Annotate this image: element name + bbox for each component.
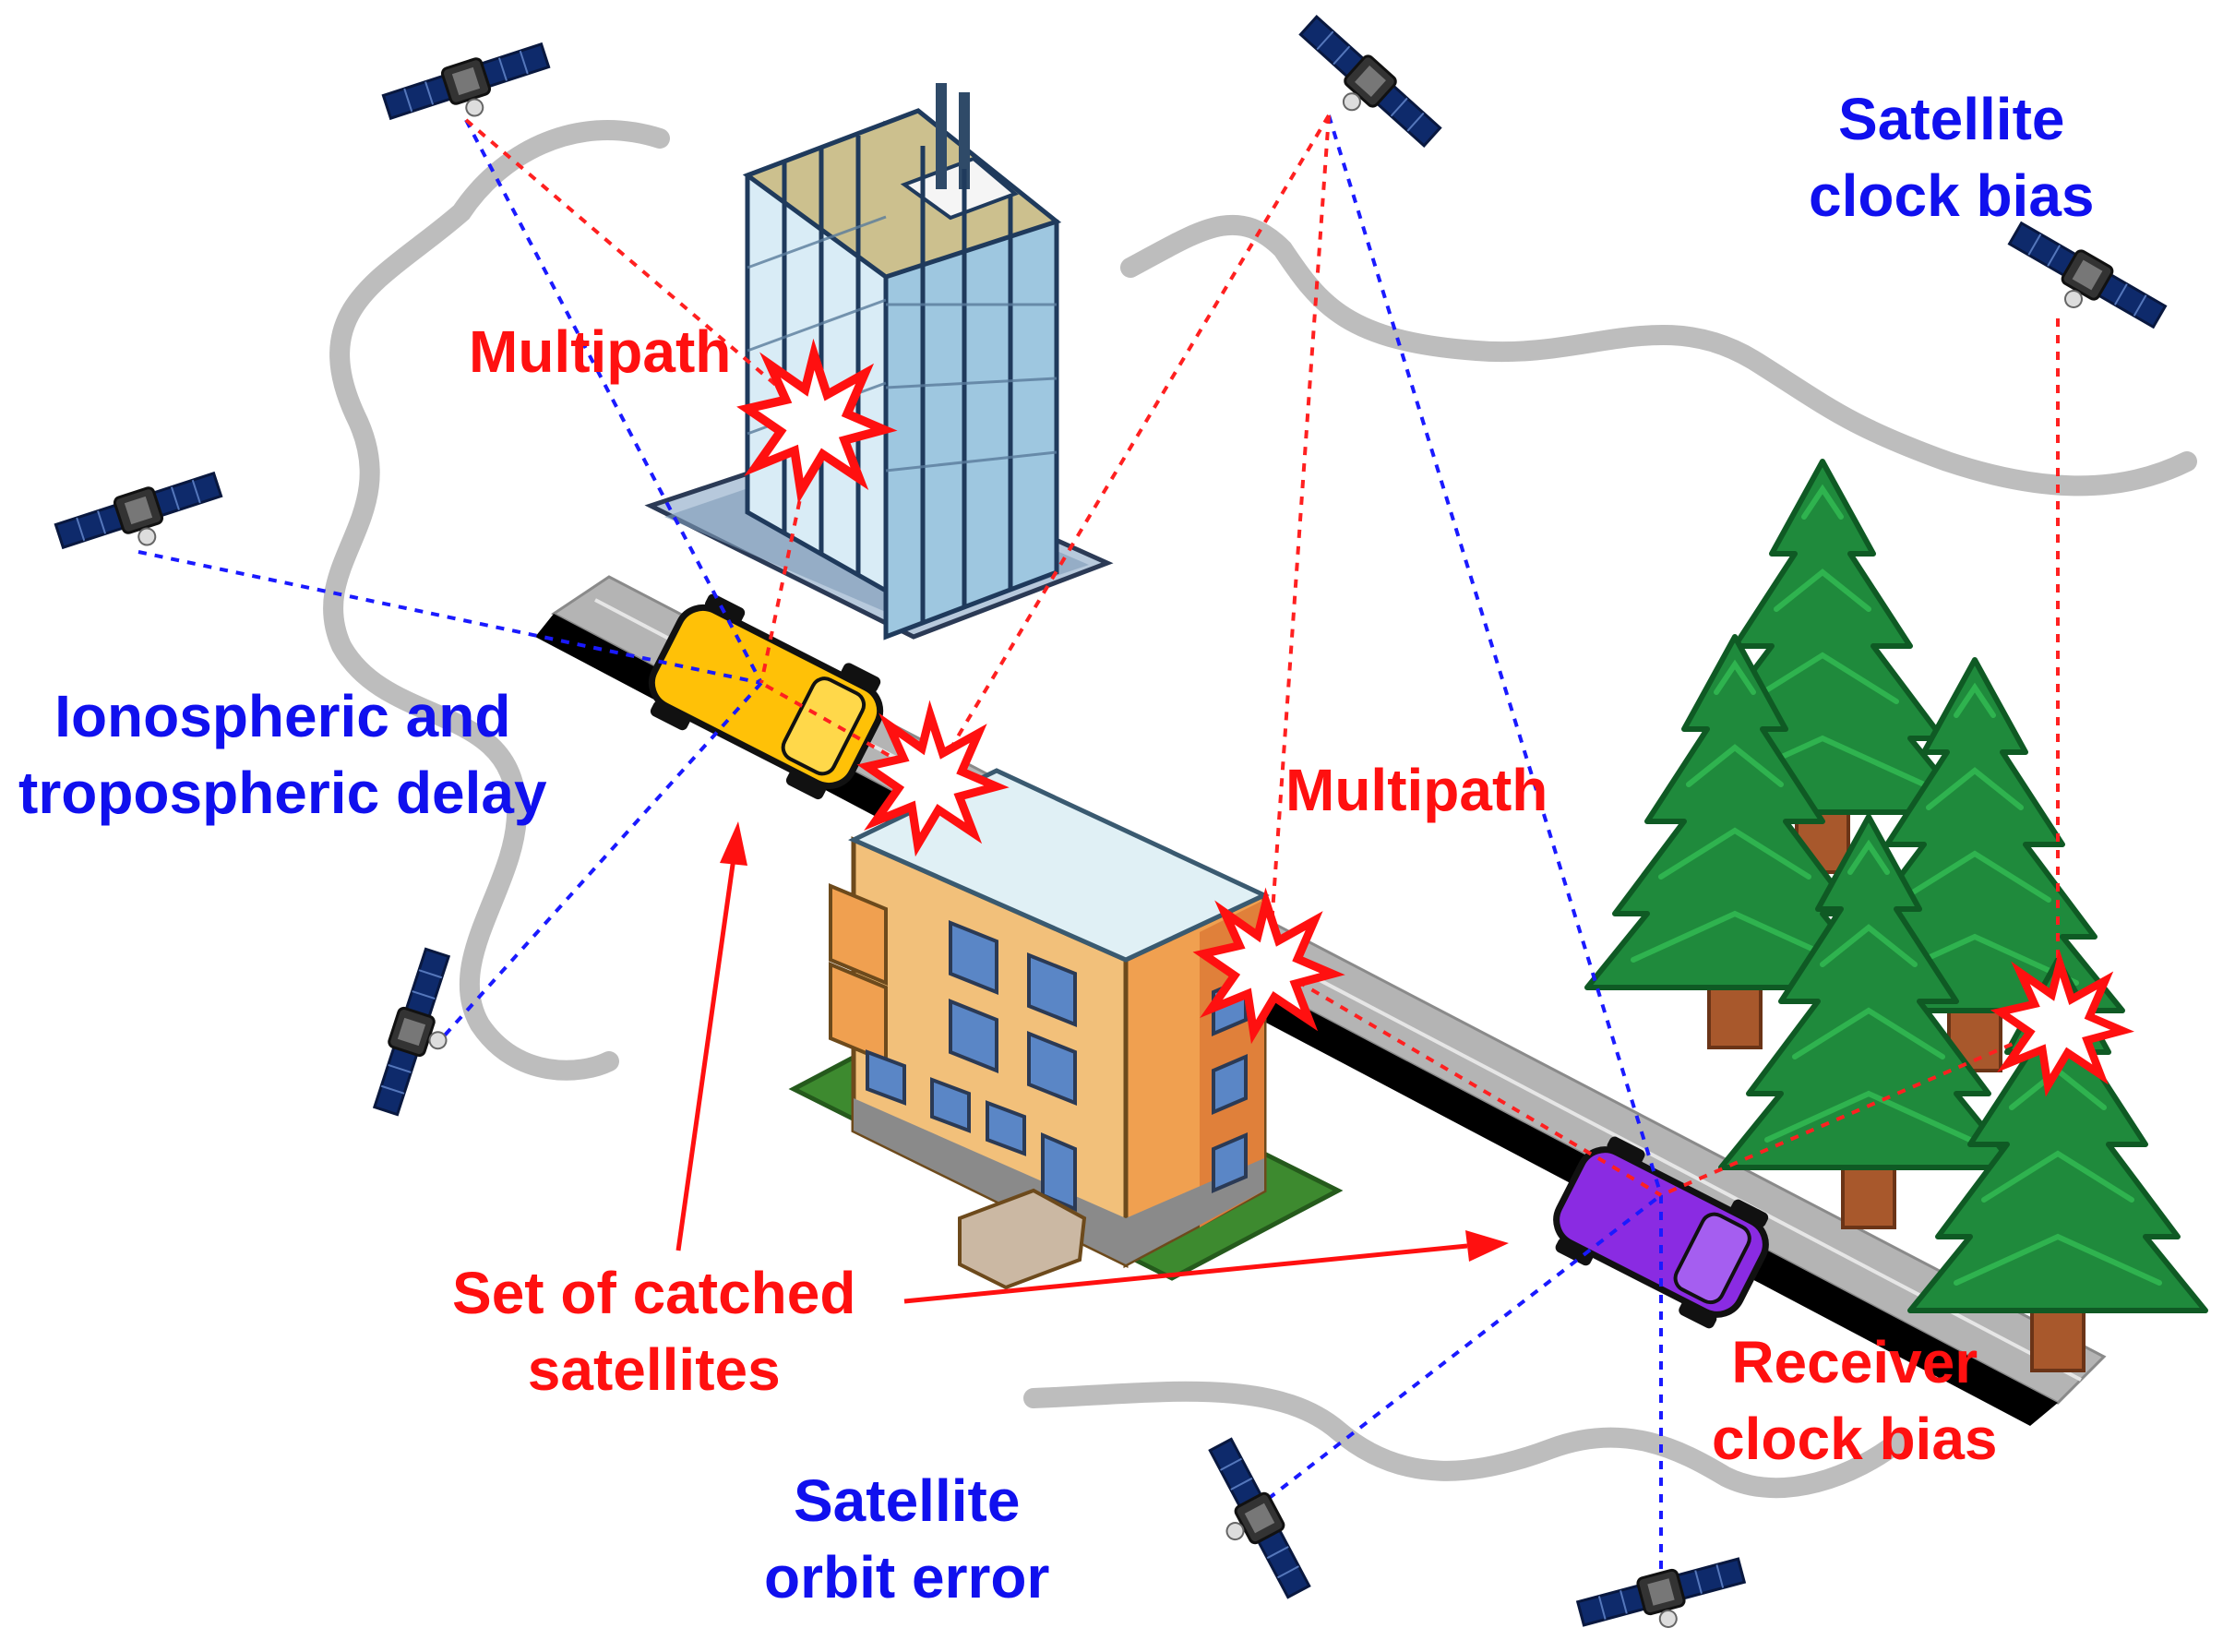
label-line: orbit error xyxy=(764,1544,1050,1611)
satellite-icon xyxy=(1187,1434,1317,1610)
label-line: Satellite xyxy=(793,1467,1021,1534)
satellite-orbit-error-label: Satellite orbit error xyxy=(764,1463,1049,1616)
multipath-label-top: Multipath xyxy=(469,314,731,390)
label-line: Multipath xyxy=(469,318,732,385)
label-line: clock bias xyxy=(1712,1406,1998,1473)
direct-signal-lines xyxy=(137,114,1663,1569)
label-line: Satellite xyxy=(1838,86,2065,152)
satellite-icon xyxy=(1996,216,2170,350)
label-line: clock bias xyxy=(1809,162,2095,230)
label-line: satellites xyxy=(527,1336,781,1404)
ionospheric-tropospheric-delay-label: Ionospheric and tropospheric delay xyxy=(18,678,547,832)
satellite-clock-bias-label: Satellite clock bias xyxy=(1809,81,2095,234)
atmosphere-curve-left xyxy=(323,120,670,1081)
satellite-icon xyxy=(1283,10,1446,165)
catched-satellites-label: Set of catched satellites xyxy=(452,1255,855,1408)
label-line: Ionospheric and xyxy=(54,683,511,749)
satellite-icon xyxy=(366,945,473,1124)
catched-satellites-arrows xyxy=(675,821,1509,1304)
receiver-clock-bias-label: Receiver clock bias xyxy=(1712,1324,1998,1478)
atmosphere-curve-top xyxy=(1120,214,2197,497)
multipath-signal-lines xyxy=(464,114,2060,1197)
label-line: Multipath xyxy=(1285,757,1548,823)
yellow-car-icon xyxy=(648,593,884,800)
label-line: Set of catched xyxy=(452,1260,856,1326)
label-line: Receiver xyxy=(1731,1329,1978,1395)
atmosphere-curve-bottom xyxy=(1023,1381,1911,1499)
satellite-icon xyxy=(1574,1550,1752,1650)
satellite-icon xyxy=(52,465,231,572)
multipath-label-middle: Multipath xyxy=(1285,752,1548,829)
ionosphere-troposphere-curves xyxy=(323,120,2197,1499)
label-line: tropospheric delay xyxy=(18,760,547,827)
